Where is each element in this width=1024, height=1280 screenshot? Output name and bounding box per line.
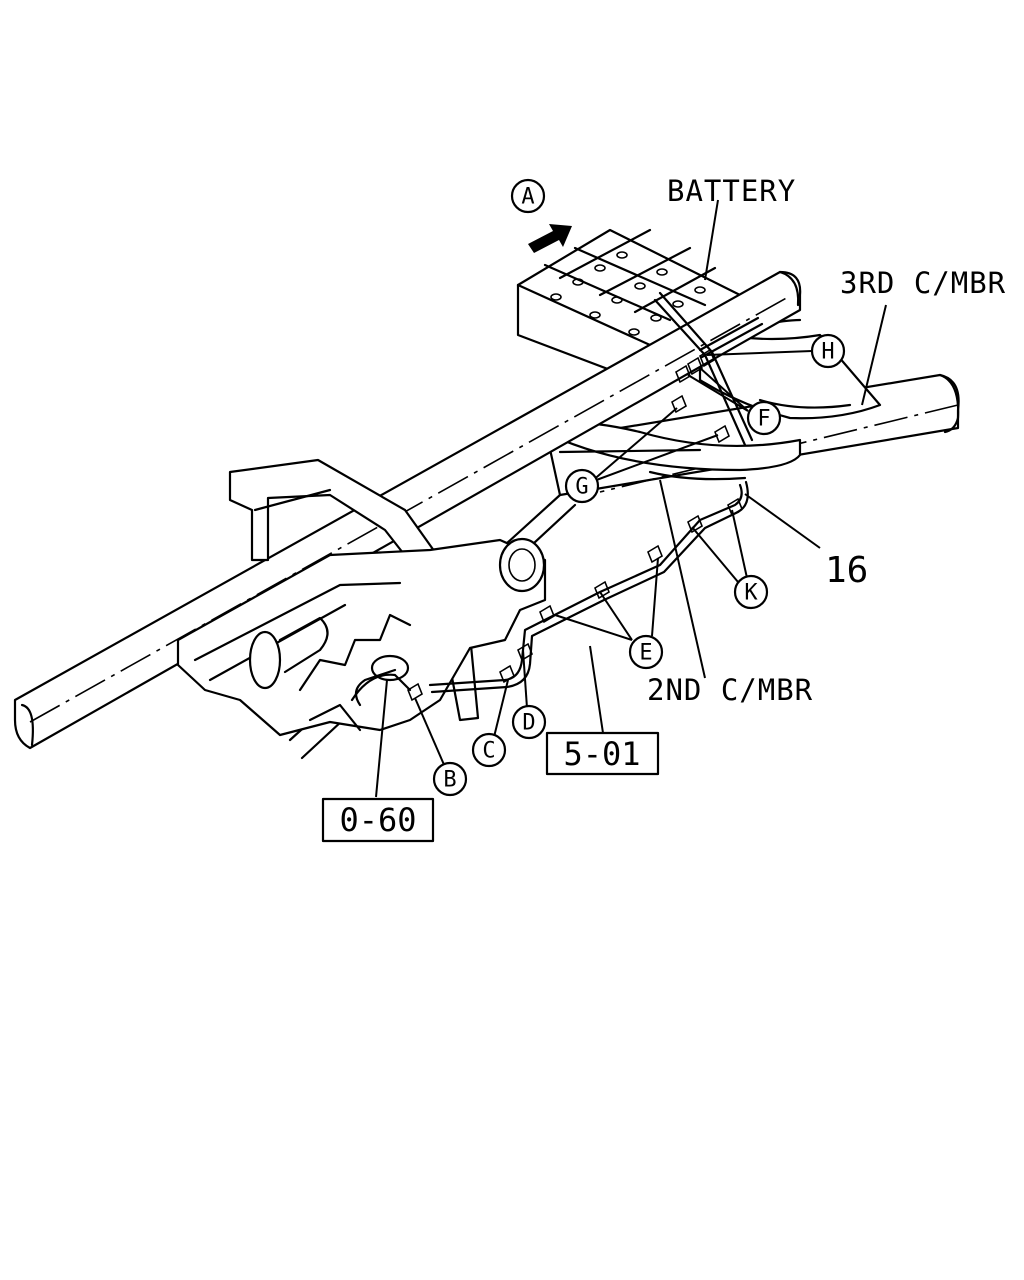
svg-text:D: D [522, 711, 535, 736]
callout-k: K [733, 574, 769, 610]
view-arrow-a [528, 224, 572, 253]
reference-5-01[interactable]: 5-01 [545, 731, 660, 776]
callout-a: A [510, 178, 546, 214]
callout-f: F [746, 400, 782, 436]
callout-c: C [471, 732, 507, 768]
callout-b: B [432, 761, 468, 797]
svg-text:G: G [575, 475, 588, 500]
svg-text:B: B [443, 768, 456, 793]
callout-d: D [511, 704, 547, 740]
svg-text:C: C [482, 739, 495, 764]
callout-e: E [628, 634, 664, 670]
leader-lines [375, 199, 887, 798]
reference-0-60[interactable]: 0-60 [321, 797, 435, 843]
third-cross-member-label: 3RD C/MBR [840, 266, 1006, 300]
engine-block [176, 537, 547, 737]
svg-text:5-01: 5-01 [563, 735, 640, 773]
svg-text:H: H [821, 340, 834, 365]
second-cross-member-label: 2ND C/MBR [647, 673, 813, 707]
svg-text:K: K [744, 581, 758, 606]
svg-text:0-60: 0-60 [339, 801, 416, 839]
callout-g: G [564, 468, 600, 504]
svg-text:F: F [757, 407, 770, 432]
battery-label: BATTERY [667, 174, 796, 208]
svg-text:A: A [521, 185, 534, 210]
part-number-label: 16 [825, 550, 868, 591]
svg-text:E: E [639, 641, 652, 666]
callout-h: H [810, 333, 846, 369]
